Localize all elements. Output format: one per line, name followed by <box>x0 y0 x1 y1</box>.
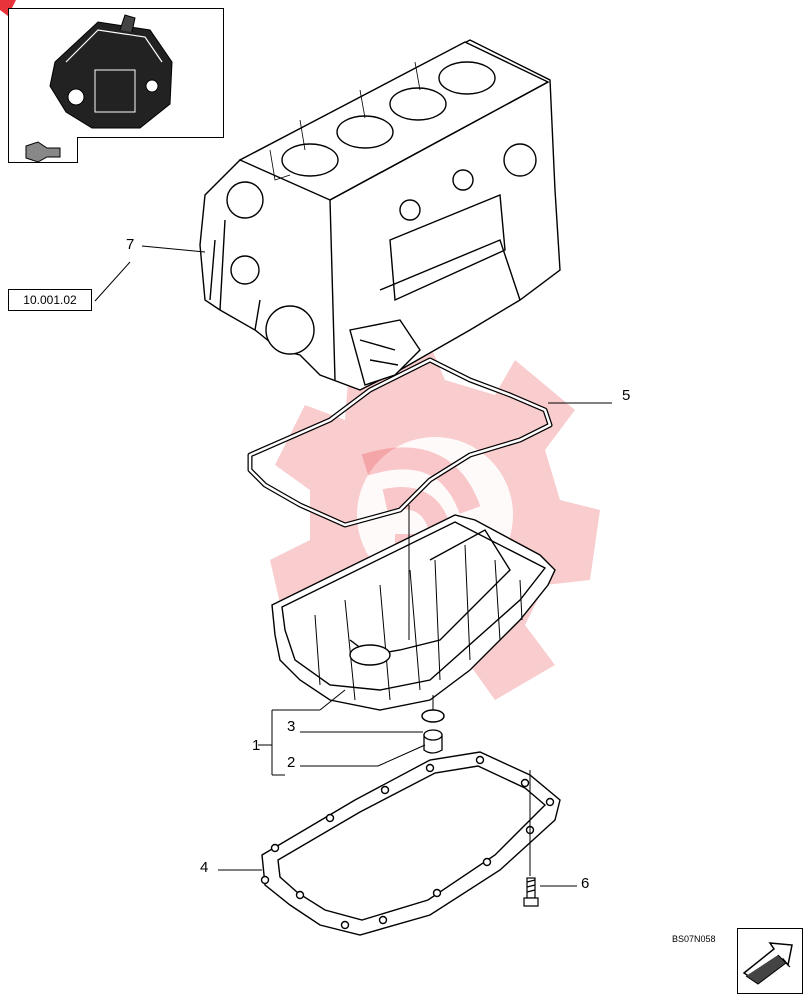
return-tab[interactable] <box>8 137 78 163</box>
callout-4: 4 <box>200 859 209 876</box>
reference-link[interactable]: 10.001.02 <box>8 289 92 311</box>
assembly-axis-lines <box>408 505 531 876</box>
drain-plug <box>423 729 443 754</box>
bolt <box>523 877 539 907</box>
leader-lines <box>94 245 612 887</box>
figure-code: BS07N058 <box>672 934 716 944</box>
oil-pan-upper-gasket <box>247 357 553 528</box>
callout-3: 3 <box>287 718 296 735</box>
o-ring <box>421 709 445 723</box>
oil-pan <box>271 514 556 711</box>
callout-1: 1 <box>252 737 261 754</box>
callout-6: 6 <box>581 875 590 892</box>
next-page-arrow-icon <box>742 942 793 985</box>
callout-2: 2 <box>287 754 296 771</box>
next-page-button[interactable] <box>737 928 803 994</box>
engine-block <box>199 39 561 391</box>
callout-7: 7 <box>126 236 135 253</box>
callout-5: 5 <box>622 387 631 404</box>
oil-pan-lower-plate <box>260 751 561 936</box>
engine-thumbnail-frame[interactable] <box>8 8 224 138</box>
